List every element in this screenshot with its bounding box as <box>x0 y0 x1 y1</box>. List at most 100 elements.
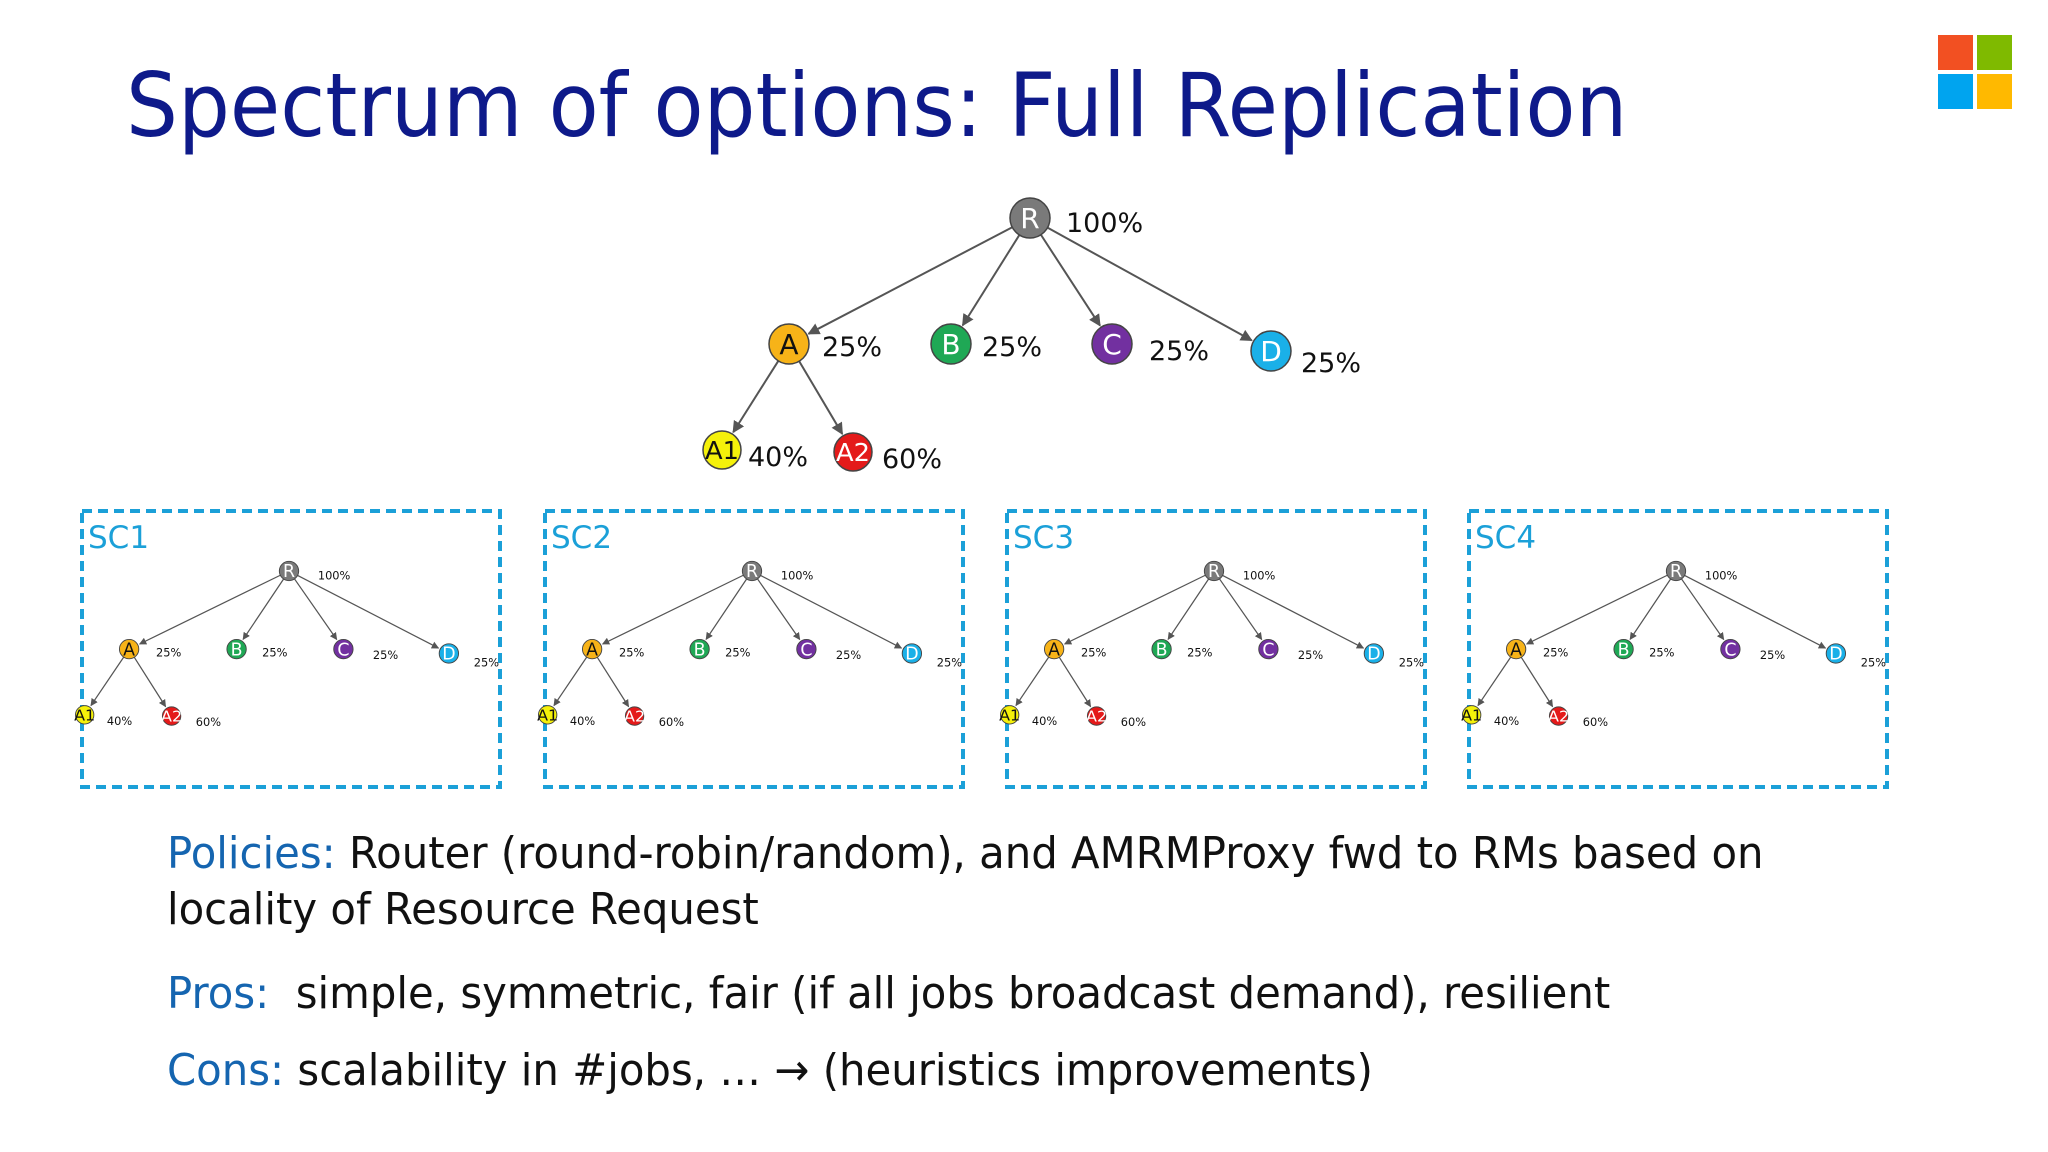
sc2-edge-R-B <box>705 578 748 641</box>
sc3-node-label-A: A <box>1048 640 1060 660</box>
sc4-node-A <box>1505 638 1527 660</box>
main-node-B <box>930 323 972 365</box>
sc4-node-label-A1: A1 <box>1461 706 1482 724</box>
main-node-label-R: R <box>1020 202 1039 235</box>
main-node-value-A: 25% <box>822 332 882 363</box>
main-node-label-D: D <box>1260 335 1282 368</box>
subcluster-label: SC4 <box>1475 520 1536 556</box>
sc1-node-A2 <box>161 706 182 726</box>
cons-text: scalability in #jobs, … <box>297 1045 762 1096</box>
sc4-node-D <box>1825 643 1847 664</box>
sc1-node-label-C: C <box>337 640 349 660</box>
sc2-node-label-A2: A2 <box>624 708 645 726</box>
sc4-node-label-A: A <box>1510 640 1522 660</box>
sc4-node-C <box>1720 638 1741 660</box>
sc3-node-label-B: B <box>1156 640 1168 660</box>
sc4-node-A1 <box>1462 705 1482 725</box>
logo-square-red <box>1938 35 1973 70</box>
main-node-A1 <box>702 430 742 470</box>
sc3-node-C <box>1258 638 1279 660</box>
main-node-value-C: 25% <box>1149 336 1209 367</box>
sc4-node-label-A2: A2 <box>1548 708 1569 726</box>
main-node-label-B: B <box>941 328 960 361</box>
sc1-node-value-A2: 60% <box>196 715 221 729</box>
sc3-node-value-A: 25% <box>1081 646 1106 660</box>
main-edge-A-A1 <box>732 360 780 434</box>
sc3-node-A <box>1043 638 1065 660</box>
sc3-edge-R-D <box>1222 574 1365 649</box>
sc1-node-label-A1: A1 <box>74 706 95 724</box>
sc2-node-value-D: 25% <box>937 655 962 669</box>
sc4-node-label-D: D <box>1829 645 1842 665</box>
subcluster-label: SC2 <box>551 520 612 556</box>
policies-text-2: locality of Resource Request <box>167 884 759 935</box>
sc2-node-A1 <box>538 705 558 725</box>
sc4-edge-R-D <box>1684 574 1827 649</box>
sc1-node-label-A: A <box>123 640 135 660</box>
sc1-node-value-B: 25% <box>262 646 287 660</box>
sc3-node-value-C: 25% <box>1298 648 1323 662</box>
sc2-node-B <box>689 638 710 660</box>
sc4-node-B <box>1613 638 1634 660</box>
sc3-node-A1 <box>1000 705 1020 725</box>
sc2-node-label-B: B <box>694 640 706 660</box>
sc3-node-R <box>1203 560 1225 582</box>
sc1-node-value-A1: 40% <box>107 714 132 728</box>
sc2-node-label-C: C <box>800 640 812 660</box>
sc1-edge-A-A1 <box>90 656 125 707</box>
main-edge-R-D <box>1047 226 1253 342</box>
main-node-label-A1: A1 <box>705 436 739 465</box>
sc4-node-R <box>1665 560 1687 582</box>
microsoft-logo <box>1938 35 2012 109</box>
sc2-edge-R-C <box>757 578 801 641</box>
sc4-node-value-B: 25% <box>1649 646 1674 660</box>
sc1-node-value-R: 100% <box>318 569 351 583</box>
sc2-node-C <box>796 638 817 660</box>
sc1-node-D <box>438 643 460 664</box>
slide-title: Spectrum of options: Full Replication <box>126 54 1628 157</box>
sc3-node-D <box>1363 643 1385 664</box>
sc4-node-A2 <box>1548 706 1569 726</box>
sc1-node-B <box>226 638 247 660</box>
sc4-edge-A-A2 <box>1520 656 1554 708</box>
sc1-edge-R-D <box>297 574 440 649</box>
pros-label: Pros: <box>167 968 270 1019</box>
sc3-node-B <box>1151 638 1172 660</box>
sc2-node-D <box>901 643 923 664</box>
sc3-node-A2 <box>1086 706 1107 726</box>
sc2-node-value-C: 25% <box>836 648 861 662</box>
subcluster-label: SC3 <box>1013 520 1074 556</box>
main-node-label-C: C <box>1102 328 1122 361</box>
sc2-node-value-A2: 60% <box>659 715 684 729</box>
sc1-edge-R-B <box>242 578 285 641</box>
sc2-node-label-A1: A1 <box>537 706 558 724</box>
sc1-edge-A-A2 <box>133 656 167 708</box>
sc2-edge-A-A1 <box>553 656 588 707</box>
main-edge-A-A2 <box>798 360 844 435</box>
sc4-node-label-B: B <box>1618 640 1630 660</box>
main-node-value-R: 100% <box>1066 208 1143 239</box>
subcluster-label: SC1 <box>88 520 149 556</box>
sc3-node-value-B: 25% <box>1187 646 1212 660</box>
sc2-node-R <box>741 560 763 582</box>
sc4-edge-A-A1 <box>1477 656 1512 707</box>
subcluster-border <box>1005 509 1427 789</box>
pros-text: simple, symmetric, fair (if all jobs bro… <box>295 968 1611 1019</box>
sc1-edge-R-A <box>138 574 281 645</box>
sc1-node-value-C: 25% <box>373 648 398 662</box>
main-node-R <box>1009 197 1051 239</box>
subcluster-border <box>80 509 502 789</box>
logo-square-green <box>1977 35 2012 70</box>
policies-line-1: Policies: Router (round-robin/random), a… <box>167 828 1764 879</box>
sc3-edge-R-A <box>1063 574 1206 645</box>
main-node-label-A2: A2 <box>836 438 870 467</box>
sc2-node-A <box>581 638 603 660</box>
